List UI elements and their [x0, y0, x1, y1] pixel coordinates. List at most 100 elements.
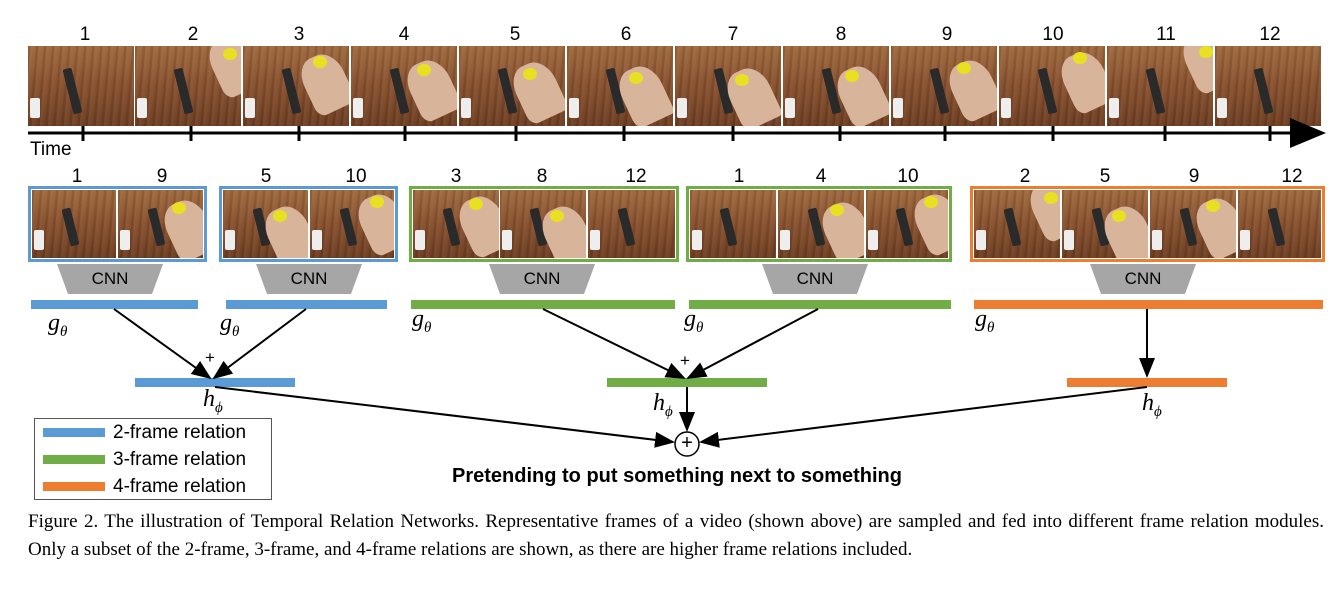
video-frame-thumbnail	[413, 190, 499, 258]
video-frame-thumbnail	[1150, 190, 1236, 258]
group-box-2-frame	[219, 186, 398, 262]
group-box-3-frame	[409, 186, 679, 262]
video-frame-thumbnail	[588, 190, 675, 258]
h-phi-label: hϕ	[1142, 390, 1162, 420]
video-frame-thumbnail	[135, 46, 241, 126]
time-axis	[28, 118, 1326, 148]
time-axis-ticks	[81, 126, 1272, 141]
group-frame-number: 9	[156, 166, 168, 187]
prediction-label: Pretending to put something next to some…	[452, 465, 902, 487]
sum-symbol: +	[681, 432, 693, 454]
relation-arrows	[113, 308, 1155, 457]
h-phi-label: hϕ	[653, 390, 673, 420]
g-feature-bar	[689, 300, 951, 309]
video-frame-thumbnail	[567, 46, 673, 126]
timeline-frame-number: 12	[1259, 24, 1281, 45]
group-frame-number: 3	[450, 166, 462, 187]
g-theta-label: gθ	[220, 310, 240, 340]
group-frame-number: 8	[536, 166, 548, 187]
group-frame-number: 1	[733, 166, 745, 187]
video-frame-thumbnail	[778, 190, 864, 258]
video-frame-thumbnail	[891, 46, 997, 126]
h-feature-bar	[135, 378, 295, 387]
video-frame-thumbnail	[690, 190, 776, 258]
video-frame-thumbnail	[866, 190, 948, 258]
figure-caption: Figure 2. The illustration of Temporal R…	[28, 511, 1324, 560]
cnn-block	[256, 264, 362, 294]
cnn-block	[489, 264, 595, 294]
g-feature-bar	[226, 300, 387, 309]
video-frame-thumbnail	[999, 46, 1105, 126]
cnn-label: CNN	[1124, 269, 1162, 288]
timeline-frame-number: 11	[1156, 24, 1176, 45]
group-frame-number: 12	[625, 166, 647, 187]
video-frame-thumbnail	[1238, 190, 1321, 258]
cnn-block	[762, 264, 868, 294]
group-frame-number: 5	[260, 166, 272, 187]
arrow	[113, 308, 212, 380]
timeline-frame-number: 5	[509, 24, 521, 45]
legend-item-3-frame: 3-frame relation	[43, 449, 246, 471]
video-frame-thumbnail	[459, 46, 565, 126]
timeline-frame-number: 3	[293, 24, 305, 45]
cnn-label: CNN	[91, 269, 129, 288]
legend-swatch	[43, 482, 105, 492]
video-frame-thumbnail	[243, 46, 349, 126]
g-feature-bar	[974, 300, 1323, 309]
timeline-frame-number: 10	[1042, 24, 1064, 45]
timeline-frame-number: 6	[620, 24, 632, 45]
video-frame-thumbnail	[500, 190, 586, 258]
group-frame-number: 9	[1188, 166, 1200, 187]
video-frame-thumbnail	[223, 190, 308, 258]
video-frame-thumbnail	[974, 190, 1060, 258]
group-frame-number: 10	[897, 166, 919, 187]
timeline-frame-number: 7	[727, 24, 739, 45]
group-frame-number: 1	[71, 166, 83, 187]
cnn-block	[1090, 264, 1196, 294]
group-box-3-frame	[686, 186, 952, 262]
timeline-frame-number: 8	[835, 24, 847, 45]
video-frame-thumbnail	[675, 46, 781, 126]
h-feature-bar	[1067, 378, 1227, 387]
timeline-frame-number: 9	[941, 24, 953, 45]
group-frame-number: 2	[1019, 166, 1031, 187]
g-feature-bar	[31, 300, 198, 309]
legend-item-4-frame: 4-frame relation	[43, 476, 246, 498]
video-frame-thumbnail	[351, 46, 457, 126]
cnn-block	[57, 264, 163, 294]
g-theta-label: gθ	[975, 306, 995, 336]
g-feature-bar	[411, 300, 675, 309]
video-frame-thumbnail	[1062, 190, 1148, 258]
arrow	[212, 308, 307, 380]
cnn-shapes	[57, 264, 1196, 294]
video-frame-thumbnail	[1107, 46, 1213, 126]
group-frame-number: 5	[1099, 166, 1111, 187]
group-box-2-frame	[28, 186, 207, 262]
video-frame-thumbnail	[32, 190, 116, 258]
group-box-4-frame	[970, 186, 1325, 262]
group-frame-number: 12	[1281, 166, 1303, 187]
sum-node	[674, 431, 700, 457]
group-frame-number: 10	[345, 166, 367, 187]
arrow	[699, 386, 1148, 448]
legend-label: 3-frame relation	[113, 449, 247, 470]
group-frame-number: 4	[815, 166, 827, 187]
legend-swatch	[43, 455, 105, 465]
plus-sign: +	[205, 348, 215, 367]
arrow	[542, 308, 686, 379]
h-phi-label: hϕ	[203, 386, 223, 416]
cnn-label: CNN	[523, 269, 561, 288]
legend: 2-frame relation 3-frame relation 4-fram…	[34, 418, 272, 500]
video-frame-thumbnail	[783, 46, 889, 126]
h-feature-bar	[607, 378, 767, 387]
video-frame-thumbnail	[28, 46, 134, 126]
timeline-frame-number: 2	[187, 24, 199, 45]
g-theta-label: gθ	[684, 306, 704, 336]
timeline-frame-number: 4	[398, 24, 410, 45]
legend-label: 4-frame relation	[113, 476, 247, 497]
plus-sign: +	[680, 351, 690, 370]
video-frame-thumbnail	[1215, 46, 1321, 126]
arrow	[686, 308, 819, 379]
legend-label: 2-frame relation	[113, 422, 247, 443]
cnn-label: CNN	[290, 269, 328, 288]
